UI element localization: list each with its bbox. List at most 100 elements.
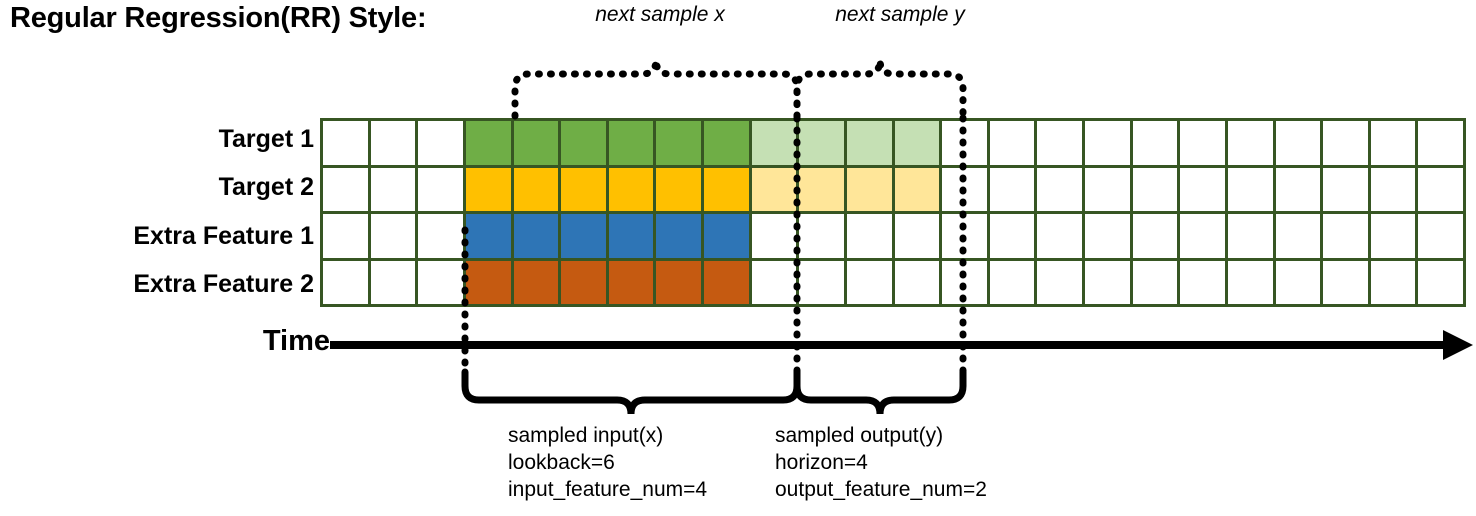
grid-cell-r4-c9 <box>704 260 749 304</box>
brace-caption-next-sample-x: next sample x <box>595 3 725 26</box>
grid-cell-r1-c11 <box>799 121 844 165</box>
grid-cell-r3-c21 <box>1275 214 1321 258</box>
grid-cell-r1-c6 <box>561 121 606 165</box>
grid-cell-r4-c16 <box>1037 260 1082 304</box>
top-brace-x <box>511 59 801 120</box>
grid-cell-r3-c5 <box>513 214 559 258</box>
grid-cell-r1-c13 <box>894 121 940 165</box>
grid-cell-r4-c2 <box>370 260 416 304</box>
grid-cell-r1-c23 <box>1370 121 1416 165</box>
grid-cell-r2-c1 <box>323 167 368 211</box>
grid-cell-r4-c17 <box>1085 260 1130 304</box>
grid-cell-r1-c16 <box>1037 121 1082 165</box>
grid-cell-r4-c12 <box>846 260 892 304</box>
timeseries-grid <box>320 118 1466 307</box>
note-output-line-1: sampled output(y) <box>775 424 944 447</box>
grid-cell-r2-c16 <box>1037 167 1082 211</box>
grid-cell-r1-c21 <box>1275 121 1321 165</box>
row-label-extra-feature-1: Extra Feature 1 <box>133 222 314 250</box>
grid-cell-r4-c5 <box>513 260 559 304</box>
grid-cell-r3-c17 <box>1085 214 1130 258</box>
grid-cell-r2-c19 <box>1180 167 1225 211</box>
grid-cell-r4-c23 <box>1370 260 1416 304</box>
grid-cell-r3-c9 <box>704 214 749 258</box>
grid-cell-r2-c22 <box>1323 167 1368 211</box>
grid-cell-r2-c7 <box>608 167 654 211</box>
grid-cell-r1-c7 <box>608 121 654 165</box>
grid-cell-r3-c18 <box>1132 214 1178 258</box>
grid-cell-r3-c4 <box>465 214 511 258</box>
grid-cell-r1-c3 <box>418 121 463 165</box>
grid-cell-r2-c12 <box>846 167 892 211</box>
grid-cell-r1-c2 <box>370 121 416 165</box>
grid-cell-r4-c3 <box>418 260 463 304</box>
grid-cell-r4-c4 <box>465 260 511 304</box>
grid-cell-r3-c7 <box>608 214 654 258</box>
grid-cell-r1-c12 <box>846 121 892 165</box>
grid-cell-r3-c13 <box>894 214 940 258</box>
note-input-line-3: input_feature_num=4 <box>508 477 708 501</box>
grid-cell-r3-c15 <box>989 214 1035 258</box>
grid-cell-r3-c6 <box>561 214 606 258</box>
grid-cell-r2-c3 <box>418 167 463 211</box>
grid-cell-r1-c14 <box>942 121 987 165</box>
grid-cell-r2-c14 <box>942 167 987 211</box>
note-output-line-2: horizon=4 <box>775 450 868 474</box>
grid-cell-r2-c6 <box>561 167 606 211</box>
grid-cell-r4-c6 <box>561 260 606 304</box>
note-input-line-2: lookback=6 <box>508 450 615 474</box>
grid-cell-r2-c5 <box>513 167 559 211</box>
row-label-target-1: Target 1 <box>218 125 314 153</box>
row-label-target-2: Target 2 <box>218 173 314 201</box>
grid-cell-r3-c22 <box>1323 214 1368 258</box>
grid-cell-r2-c9 <box>704 167 749 211</box>
page-title: Regular Regression(RR) Style: <box>10 2 427 34</box>
grid-cell-r3-c11 <box>799 214 844 258</box>
grid-cell-r1-c5 <box>513 121 559 165</box>
grid-cell-r2-c15 <box>989 167 1035 211</box>
grid-cell-r4-c8 <box>656 260 701 304</box>
row-label-extra-feature-2: Extra Feature 2 <box>133 270 314 298</box>
grid-cell-r3-c8 <box>656 214 701 258</box>
grid-cell-r4-c18 <box>1132 260 1178 304</box>
grid-cell-r2-c8 <box>656 167 701 211</box>
grid-cell-r4-c11 <box>799 260 844 304</box>
grid-cell-r1-c24 <box>1418 121 1463 165</box>
grid-cell-r3-c1 <box>323 214 368 258</box>
grid-cell-r1-c18 <box>1132 121 1178 165</box>
grid-cell-r4-c21 <box>1275 260 1321 304</box>
grid-cell-r3-c16 <box>1037 214 1082 258</box>
grid-cell-r3-c10 <box>751 214 797 258</box>
grid-cell-r1-c8 <box>656 121 701 165</box>
grid-cell-r1-c17 <box>1085 121 1130 165</box>
grid-cell-r1-c9 <box>704 121 749 165</box>
grid-cell-r4-c20 <box>1227 260 1273 304</box>
grid-cell-r2-c11 <box>799 167 844 211</box>
grid-cell-r4-c10 <box>751 260 797 304</box>
grid-cell-r1-c1 <box>323 121 368 165</box>
grid-cell-r1-c15 <box>989 121 1035 165</box>
grid-cell-r4-c13 <box>894 260 940 304</box>
note-output-line-3: output_feature_num=2 <box>775 477 987 501</box>
time-axis-label: Time <box>262 325 330 357</box>
grid-cell-r3-c23 <box>1370 214 1416 258</box>
top-brace-y <box>793 59 967 120</box>
bottom-brace-input <box>461 368 801 415</box>
time-axis-arrow <box>330 330 1473 360</box>
grid-cell-r3-c14 <box>942 214 987 258</box>
grid-cell-r4-c15 <box>989 260 1035 304</box>
grid-cell-r3-c3 <box>418 214 463 258</box>
grid-cell-r4-c19 <box>1180 260 1225 304</box>
grid-cell-r3-c19 <box>1180 214 1225 258</box>
grid-cell-r4-c14 <box>942 260 987 304</box>
grid-cell-r2-c13 <box>894 167 940 211</box>
bottom-brace-output <box>793 368 967 415</box>
grid-cell-r2-c18 <box>1132 167 1178 211</box>
note-input-line-1: sampled input(x) <box>508 424 664 447</box>
grid-cell-r2-c17 <box>1085 167 1130 211</box>
grid-cell-r2-c10 <box>751 167 797 211</box>
grid-cell-r3-c2 <box>370 214 416 258</box>
grid-cell-r3-c20 <box>1227 214 1273 258</box>
grid-cell-r1-c20 <box>1227 121 1273 165</box>
